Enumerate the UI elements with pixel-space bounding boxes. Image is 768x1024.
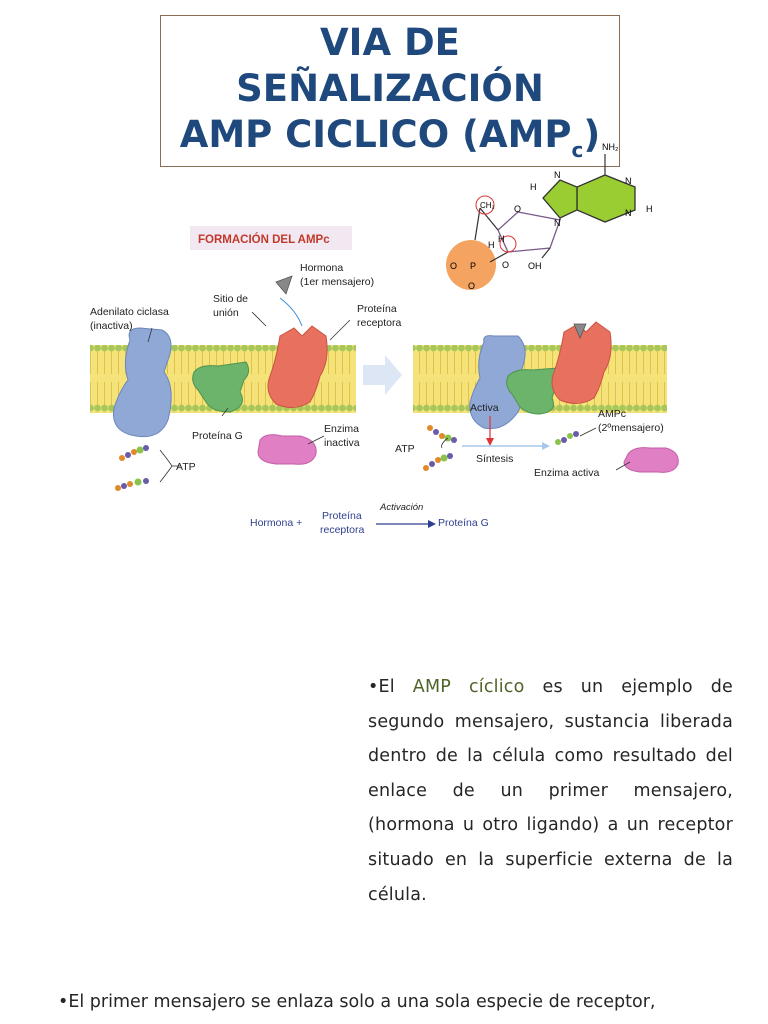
label-ampc: AMPc [598,408,626,420]
mol-o2: O [450,261,457,271]
label-adenilato-2: (inactiva) [90,320,133,332]
label-activa: Activa [470,402,499,414]
atp-molecules-right [423,425,457,471]
hormone-left [275,275,293,295]
highlight-circle-mid [499,235,517,253]
mol-n4: N [554,218,561,228]
phosphate-circle [446,240,496,290]
label-proteina-g: Proteína G [192,430,243,442]
label-adenilato-1: Adenilato ciclasa [90,306,169,318]
proteina-g-inactive [192,361,250,413]
label-hormona: Hormona [300,262,343,274]
mol-o1: O [514,204,521,214]
mol-oh: OH [528,261,542,271]
paragraph-highlight: AMP cíclico [412,677,525,697]
label-sitio-1: Sitio de [213,293,248,305]
title-line-2: SEÑALIZACIÓN [236,67,544,110]
slide-title: VIA DE SEÑALIZACIÓN AMP CICLICO (AMPc) [160,20,620,160]
label-enzima-1: Enzima [324,423,359,435]
title-line-1: VIA DE [320,21,460,64]
adenilato-ciclasa-active [469,335,526,430]
mol-h4: H [498,234,505,244]
title-line-3: AMP CICLICO (AMPc) [160,112,620,160]
adenilato-ciclasa-inactive [112,327,172,438]
adenine-pentagon [542,179,578,219]
hormone-right [573,323,587,340]
ampc-formation-diagram: NH₂ N N N N H H H H CH₂ O O O O P OH FOR… [90,142,679,536]
title-box [160,15,620,167]
right-scene [423,321,679,473]
title-line-3-sub: c [571,138,584,162]
label-proteina-receptora-1: Proteína [357,303,397,315]
ribose-ring [497,211,561,253]
label-primer-mensajero: (1er mensajero) [300,276,374,288]
mol-n1: N [625,176,632,186]
receptor-protein-active [551,321,612,404]
mol-o3: O [502,260,509,270]
mol-h3: H [488,240,495,250]
proteina-g-active [506,367,562,415]
mol-nh2: NH₂ [602,142,619,152]
eq-activacion: Activación [379,502,423,513]
eq-hormona: Hormona + [250,517,302,529]
title-line-3-main: AMP CICLICO (AMP [179,113,572,156]
mol-h1: H [530,182,537,192]
paragraph-ampc-definition: •El AMP cíclico es un ejemplo de segundo… [368,670,733,912]
label-enzima-activa: Enzima activa [534,467,600,479]
paragraph-bullet: •El [368,677,413,697]
eq-proteina-g: Proteína G [438,517,489,529]
label-proteina-receptora-2: receptora [357,317,402,329]
label-enzima-2: inactiva [324,437,360,449]
ampc-molecules [555,431,579,445]
atp-molecules-left [115,445,149,491]
mol-p: P [470,261,476,271]
eq-proteina-2: receptora [320,524,365,536]
mol-ch2: CH₂ [480,201,495,210]
label-segundo-mensajero: (2ºmensajero) [598,422,664,434]
label-sitio-2: unión [213,307,239,319]
transition-arrow [363,355,402,395]
mol-h2: H [646,204,653,214]
left-scene [112,275,351,491]
paragraph-body: es un ejemplo de segundo mensajero, sust… [368,677,733,905]
title-line-3-end: ) [583,113,601,156]
mol-n3: N [554,170,561,180]
eq-proteina-1: Proteína [322,510,362,522]
mol-o4: O [468,281,475,291]
enzyme-inactive [257,434,317,465]
diagram-heading: FORMACIÓN DEL AMPc [198,233,330,246]
label-atp-right: ATP [395,443,415,455]
highlight-circle-top [475,195,495,215]
mol-n2: N [625,208,632,218]
ampc-molecule: NH₂ N N N N H H H H CH₂ O O O O P OH [446,142,653,291]
heading-background [190,226,352,250]
label-sintesis: Síntesis [476,453,513,465]
paragraph-primer-mensajero: •El primer mensajero se enlaza solo a un… [58,992,656,1012]
receptor-protein-inactive [267,325,328,408]
enzyme-active [623,447,679,473]
label-atp-left: ATP [176,461,196,473]
